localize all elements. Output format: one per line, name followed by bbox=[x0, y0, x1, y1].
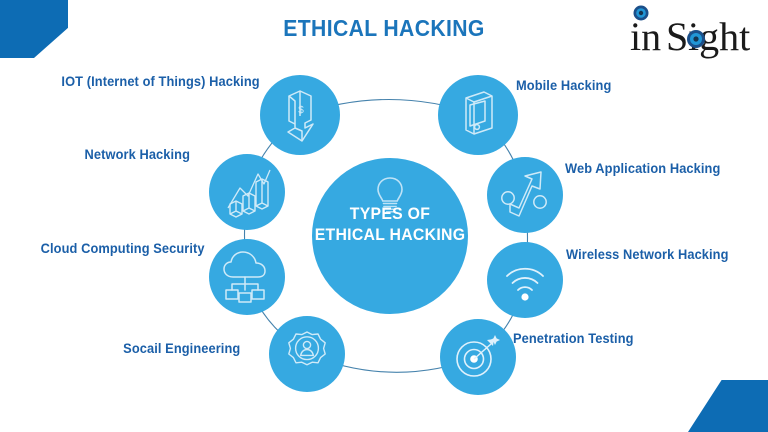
node-pentest-circle[interactable] bbox=[440, 319, 516, 395]
node-label-mobile: Mobile Hacking bbox=[516, 78, 612, 93]
node-label-social: Socail Engineering bbox=[122, 341, 240, 356]
node-webapp[interactable] bbox=[487, 157, 563, 233]
logo-i-dot-inner bbox=[638, 10, 644, 16]
target-dart-icon bbox=[456, 335, 500, 377]
isometric-up-arrow-icon bbox=[501, 171, 547, 217]
node-cloud[interactable] bbox=[209, 239, 285, 315]
logo-wordmark-in: in bbox=[630, 14, 661, 59]
node-network[interactable] bbox=[209, 154, 285, 230]
center-line-2: ETHICAL HACKING bbox=[314, 225, 466, 244]
node-label-iot: IOT (Internet of Things) Hacking bbox=[61, 74, 260, 89]
node-label-cloud: Cloud Computing Security bbox=[40, 241, 205, 256]
node-label-network: Network Hacking bbox=[84, 147, 190, 162]
node-label-webapp: Web Application Hacking bbox=[565, 161, 721, 176]
node-network-circle[interactable] bbox=[209, 154, 285, 230]
node-mobile-circle[interactable] bbox=[438, 75, 518, 155]
isometric-phone-icon bbox=[465, 91, 493, 135]
node-social[interactable] bbox=[269, 316, 345, 392]
node-pentest[interactable] bbox=[440, 319, 516, 395]
logo-lens-inner bbox=[693, 36, 699, 42]
page-title: ETHICAL HACKING bbox=[283, 15, 485, 41]
bar-chart-3d-icon bbox=[227, 169, 271, 218]
cloud-network-icon bbox=[223, 251, 266, 303]
wifi-signal-icon bbox=[506, 267, 544, 301]
node-wireless[interactable] bbox=[487, 242, 563, 318]
node-label-pentest: Penetration Testing bbox=[513, 331, 634, 346]
center-hub-label: TYPES OF ETHICAL HACKING bbox=[306, 203, 473, 245]
isometric-down-arrow-dollar-icon: $ bbox=[287, 90, 314, 142]
center-line-1: TYPES OF bbox=[349, 204, 431, 223]
node-mobile[interactable] bbox=[438, 75, 518, 155]
user-badge-gear-icon bbox=[288, 331, 326, 366]
svg-text:$: $ bbox=[298, 105, 304, 116]
insight-logo: in S ight bbox=[630, 5, 750, 59]
node-wireless-circle[interactable] bbox=[487, 242, 563, 318]
center-hub bbox=[312, 158, 468, 314]
logo-wordmark-s: S bbox=[666, 14, 688, 59]
node-label-wireless: Wireless Network Hacking bbox=[566, 247, 729, 262]
node-social-circle[interactable] bbox=[269, 316, 345, 392]
node-iot[interactable]: $ bbox=[260, 75, 340, 155]
